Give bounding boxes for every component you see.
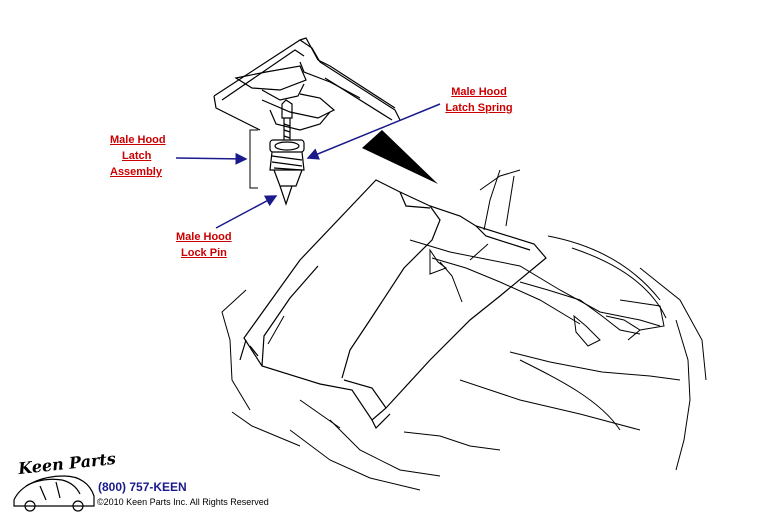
assembly-bracket <box>249 129 258 189</box>
direction-wedge <box>362 130 438 184</box>
phone-number[interactable]: (800) 757-KEEN <box>98 480 187 494</box>
arrow-lock-pin <box>215 195 278 229</box>
keen-parts-logo-car <box>13 475 95 512</box>
callout-line: Latch Spring <box>445 102 513 114</box>
latch-assembly-part <box>269 99 305 206</box>
callout-line: Latch <box>122 150 152 162</box>
callout-line: Assembly <box>110 166 162 178</box>
cowl-body-panel <box>213 37 401 131</box>
body-background-lines <box>221 169 707 491</box>
callout-line: Lock Pin <box>181 247 227 259</box>
arrow-latch-assembly <box>175 152 248 165</box>
callout-line: Male Hood <box>451 86 507 98</box>
callout-line: Male Hood <box>110 134 166 146</box>
callout-male-hood-latch-spring[interactable]: Male Hood Latch Spring <box>440 84 518 116</box>
copyright-notice: ©2010 Keen Parts Inc. All Rights Reserve… <box>97 497 269 507</box>
arrow-latch-spring <box>306 103 441 160</box>
callout-male-hood-lock-pin[interactable]: Male Hood Lock Pin <box>176 229 232 261</box>
callout-line: Male Hood <box>176 231 232 243</box>
callout-male-hood-latch-assembly[interactable]: Male Hood Latch Assembly <box>110 132 166 180</box>
hood-panel <box>239 179 547 430</box>
